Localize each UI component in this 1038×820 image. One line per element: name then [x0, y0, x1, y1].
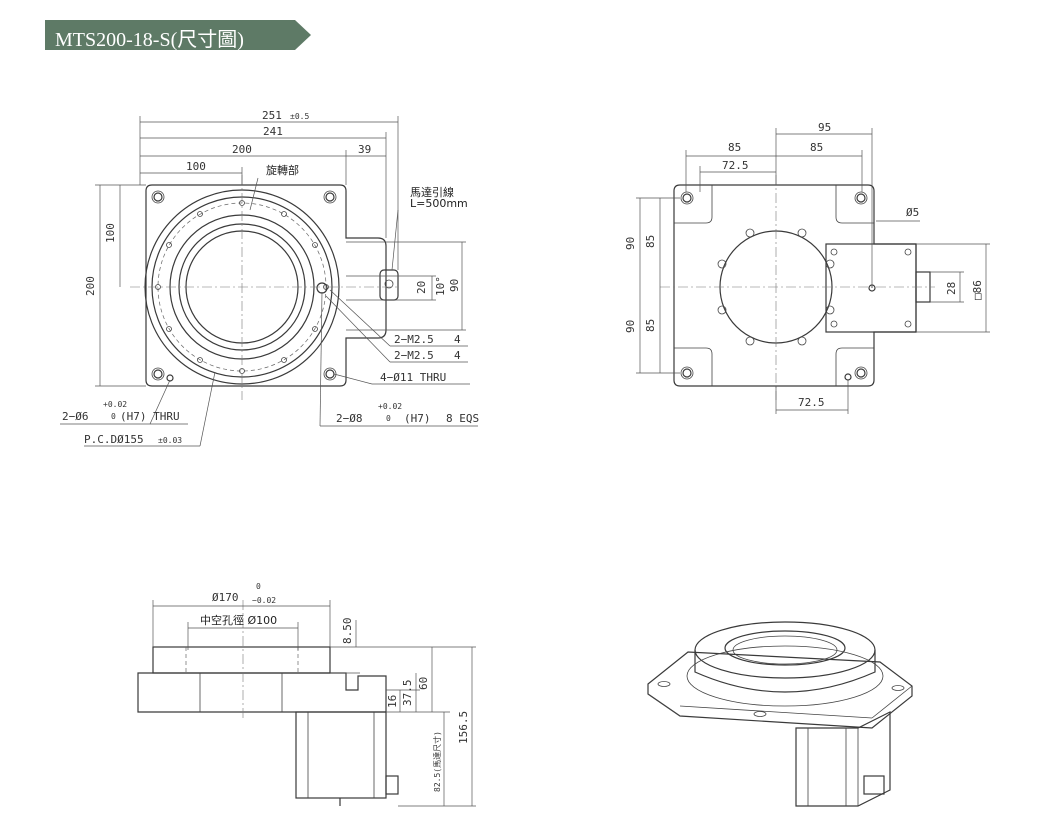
dim-200: 200 — [232, 143, 252, 156]
dim-156-5: 156.5 — [457, 711, 470, 744]
label-m25-a: 2−M2.5 — [394, 333, 434, 346]
dim-85-left: 85 — [728, 141, 741, 154]
side-view-connector — [385, 775, 399, 795]
top-view-pin-hole — [316, 282, 328, 294]
dim-16: 16 — [386, 695, 399, 708]
dim-28: 28 — [945, 282, 958, 295]
label-pin8-rest: (H7) — [404, 412, 431, 425]
title-banner: MTS200-18-S(尺寸圖) — [45, 20, 315, 51]
top-view-body-outline — [145, 184, 387, 387]
label-pin6-tol-lo: 0 — [111, 412, 116, 421]
iso-connector — [863, 775, 885, 795]
dim-72-5-top: 72.5 — [722, 159, 749, 172]
page-title: MTS200-18-S(尺寸圖) — [55, 29, 244, 51]
title-banner-arrow — [295, 20, 311, 50]
side-view-motor — [295, 711, 387, 799]
side-view-dims — [152, 600, 476, 807]
dim-85-bottom: 85 — [644, 319, 657, 332]
dim-90: 90 — [448, 279, 461, 292]
top-view: 251 ±0.5 241 200 39 100 旋轉部 馬達引線 L=500mm… — [60, 109, 479, 447]
side-view-table — [152, 646, 331, 674]
label-lead-length: L=500mm — [410, 197, 468, 210]
dim-251: 251 — [262, 109, 282, 122]
label-pin8: 2−Ø8 — [336, 412, 363, 425]
dim-10-deg: 10° — [434, 276, 447, 296]
label-m25-a-depth: 4 — [454, 333, 461, 346]
title-banner-bg — [45, 20, 295, 50]
label-pin6: 2−Ø6 — [62, 410, 89, 423]
dim-251-tol: ±0.5 — [290, 112, 309, 121]
dim-phi170-tol-lo: −0.02 — [252, 596, 276, 605]
dim-100-v: 100 — [104, 223, 117, 243]
dim-95: 95 — [818, 121, 831, 134]
label-motor-lead: 馬達引線 — [410, 185, 454, 199]
label-pcd-tol: ±0.03 — [158, 436, 182, 445]
top-view-dowel-hole — [166, 374, 174, 382]
bottom-view-mount-holes — [680, 191, 868, 380]
dim-8-50: 8.50 — [341, 618, 354, 645]
bottom-view: 95 85 85 72.5 Ø5 90 85 90 85 28 □86 72.5 — [624, 121, 990, 414]
dim-20: 20 — [415, 281, 428, 294]
dim-90-bottom: 90 — [624, 320, 637, 333]
bottom-view-dowel — [844, 373, 852, 381]
dim-90-top: 90 — [624, 237, 637, 250]
dim-241: 241 — [263, 125, 283, 138]
side-view-base — [137, 672, 387, 713]
bottom-view-motor — [825, 243, 917, 333]
label-pin8-tol-lo: 0 — [386, 414, 391, 423]
isometric-view — [647, 621, 913, 807]
label-pin8-tol-up: +0.02 — [378, 402, 402, 411]
dim-phi170: Ø170 — [212, 591, 239, 604]
top-view-dims — [60, 116, 478, 447]
bottom-view-dims — [636, 128, 990, 414]
dim-85-top: 85 — [644, 235, 657, 248]
top-view-lead-hole — [384, 279, 394, 289]
dim-phi5: Ø5 — [906, 206, 919, 219]
label-m25-b: 2−M2.5 — [394, 349, 434, 362]
dim-200-v: 200 — [84, 276, 97, 296]
label-pin6-tol-up: +0.02 — [103, 400, 127, 409]
dim-82-5: 82.5(馬達尺寸) — [432, 731, 442, 792]
dim-phi170-tol-up: 0 — [256, 582, 261, 591]
bottom-view-bolts — [717, 228, 835, 346]
side-view: Ø170 0 −0.02 中空孔徑 Ø100 8.50 60 37.5 16 1… — [137, 582, 476, 807]
label-rotating-part: 旋轉部 — [266, 163, 299, 177]
dim-72-5-bottom: 72.5 — [798, 396, 825, 409]
label-pcd: P.C.DØ155 — [84, 433, 144, 446]
dim-85-right: 85 — [810, 141, 823, 154]
dim-86: □86 — [971, 280, 984, 300]
dim-39: 39 — [358, 143, 371, 156]
iso-bore — [724, 630, 846, 666]
label-thru-11: 4−Ø11 THRU — [380, 371, 446, 384]
top-view-mount-holes — [151, 190, 337, 381]
dim-60: 60 — [417, 677, 430, 690]
label-pin6-rest: (H7) THRU — [120, 410, 180, 423]
label-m25-b-depth: 4 — [454, 349, 461, 362]
dim-37-5: 37.5 — [401, 680, 414, 707]
dim-100-h: 100 — [186, 160, 206, 173]
label-bore: 中空孔徑 Ø100 — [200, 613, 277, 627]
bottom-view-body-outline — [673, 184, 917, 387]
label-pin8-depth: 8 EQS — [446, 412, 479, 425]
top-view-lead-tab — [379, 269, 399, 301]
